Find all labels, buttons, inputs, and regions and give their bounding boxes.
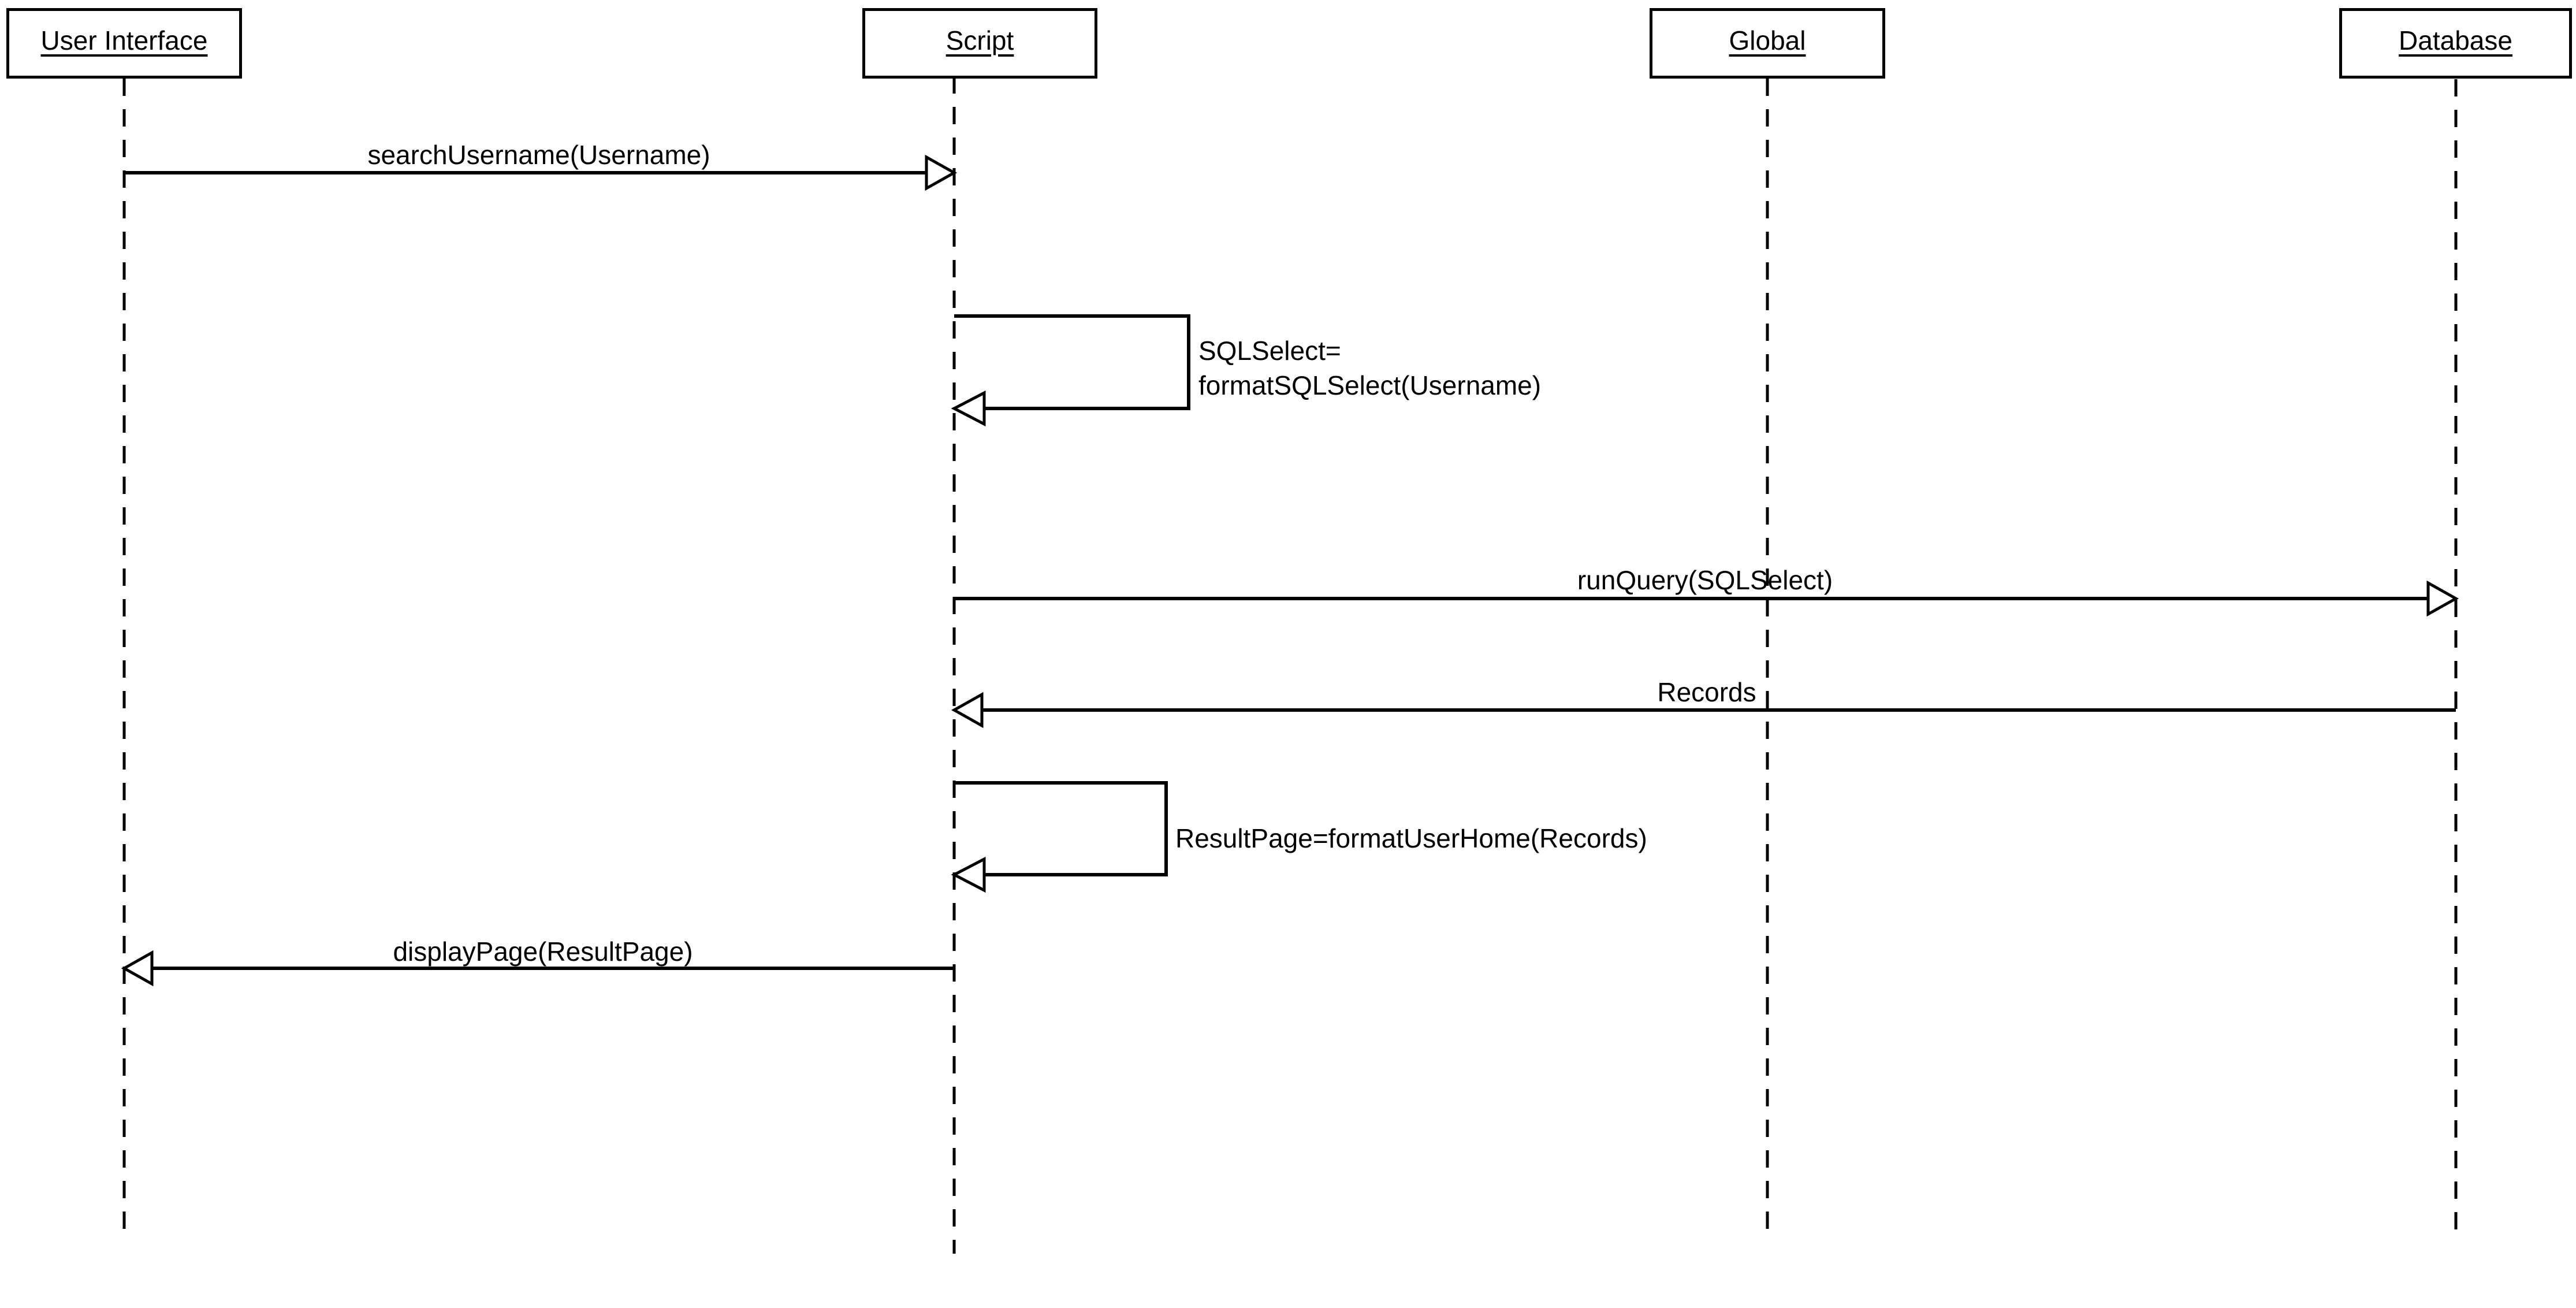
message-label-runquery: runQuery(SQLSelect) bbox=[1577, 565, 1833, 595]
message-label-searchusername: searchUsername(Username) bbox=[367, 140, 710, 170]
arrowhead-left-icon bbox=[951, 390, 986, 427]
arrowhead-left-icon bbox=[121, 950, 154, 987]
arrowhead-left-icon bbox=[951, 692, 984, 729]
actor-label-database: Database bbox=[2399, 25, 2512, 55]
message-label-line-1: SQLSelect= bbox=[1198, 336, 1341, 366]
arrowhead-right-icon bbox=[2426, 580, 2459, 617]
actor-label-script: Script bbox=[945, 25, 1014, 55]
message-label-displaypage: displayPage(ResultPage) bbox=[393, 937, 693, 967]
message-label-records: Records bbox=[1657, 677, 1756, 707]
actor-box-global: Global bbox=[1650, 8, 1885, 79]
actor-box-database: Database bbox=[2339, 8, 2572, 79]
arrowhead-left-icon bbox=[951, 856, 986, 893]
message-label-formatuserhome: ResultPage=formatUserHome(Records) bbox=[1175, 823, 1647, 853]
actor-label-user-interface: User Interface bbox=[40, 25, 208, 55]
self-message-line-formatsqlselect bbox=[954, 314, 1190, 410]
message-label-line-2: formatSQLSelect(Username) bbox=[1198, 370, 1542, 400]
self-message-line-formatuserhome bbox=[954, 781, 1168, 876]
arrowhead-right-icon bbox=[925, 154, 958, 191]
actor-label-global: Global bbox=[1729, 25, 1806, 55]
actor-box-script: Script bbox=[862, 8, 1097, 79]
actor-box-user-interface: User Interface bbox=[6, 8, 242, 79]
message-label-formatsqlselect: SQLSelect= formatSQLSelect(Username) bbox=[1198, 333, 1541, 403]
